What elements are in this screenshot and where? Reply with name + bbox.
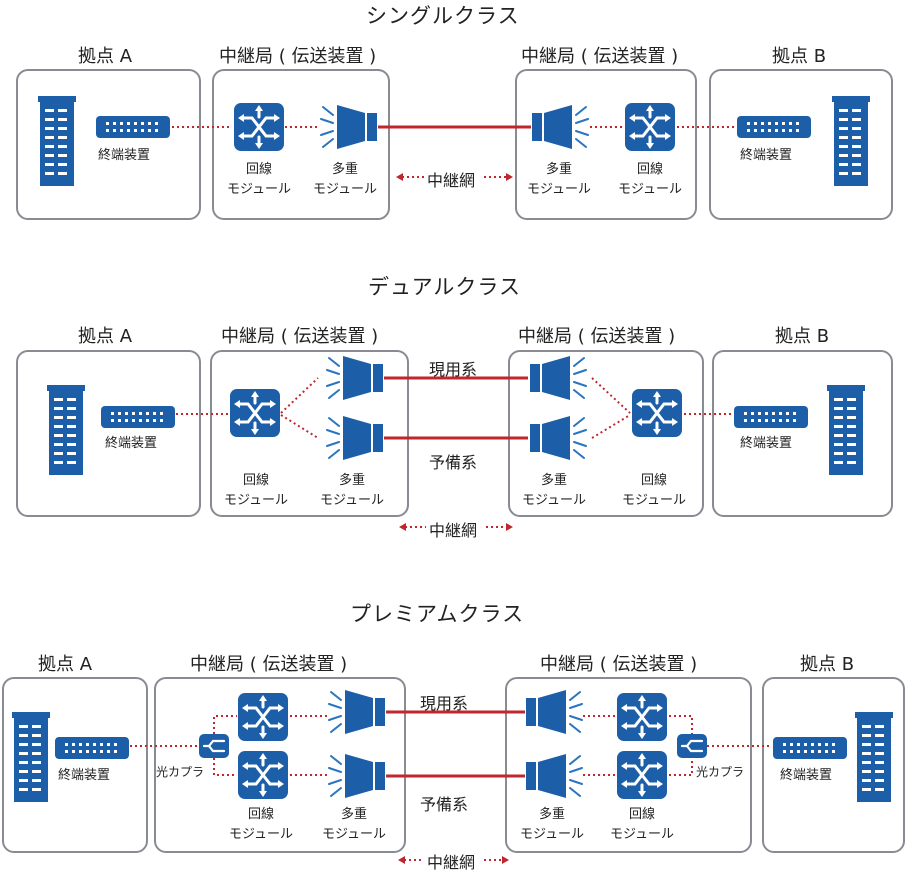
- line-module-label: 回線モジュール: [226, 162, 292, 197]
- mux-module-label: 多重モジュール: [321, 807, 387, 842]
- optical-coupler-icon: [197, 732, 231, 760]
- terminal-device-icon: [734, 406, 808, 428]
- mux-module-icon: [328, 689, 386, 735]
- building-icon: [47, 385, 85, 475]
- mux-module-label: 多重モジュール: [319, 473, 385, 508]
- mux-module-label: 多重モジュール: [519, 807, 585, 842]
- line-module-icon: [232, 101, 286, 153]
- line-module-label: 回線モジュール: [228, 807, 294, 842]
- line-module-icon: [236, 749, 290, 801]
- line-module-icon: [228, 387, 282, 439]
- building-icon: [832, 96, 870, 186]
- terminal-device-icon: [96, 116, 170, 138]
- relay-network-label: 中継網: [427, 853, 476, 872]
- building-icon: [12, 712, 50, 802]
- optical-coupler-icon: [675, 732, 709, 760]
- backup-path-label: 予備系: [420, 795, 469, 814]
- terminal-device-icon: [737, 116, 811, 138]
- mux-module-label: 多重モジュール: [526, 162, 592, 197]
- active-path-label: 現用系: [429, 360, 478, 379]
- terminal-label: 終端装置: [58, 768, 111, 783]
- terminal-label: 終端装置: [105, 436, 158, 451]
- active-path-label: 現用系: [420, 694, 469, 713]
- relay-station-label: 中継局 ( 伝送装置 ): [219, 46, 377, 67]
- line-module-label: 回線モジュール: [609, 807, 675, 842]
- mux-module-icon: [529, 355, 587, 401]
- mux-module-icon: [529, 415, 587, 461]
- relay-station-label: 中継局 ( 伝送装置 ): [190, 654, 348, 675]
- backup-path-label: 予備系: [429, 453, 478, 472]
- terminal-device-icon: [55, 737, 129, 759]
- site-a-label: 拠点 A: [38, 654, 93, 675]
- mux-module-icon: [525, 753, 583, 799]
- terminal-device-icon: [773, 737, 847, 759]
- relay-station-label: 中継局 ( 伝送装置 ): [221, 326, 379, 347]
- line-module-icon: [236, 691, 290, 743]
- line-module-icon: [623, 101, 677, 153]
- line-module-label: 回線モジュール: [617, 162, 683, 197]
- mux-module-icon: [531, 104, 589, 150]
- terminal-device-icon: [101, 406, 175, 428]
- site-a-label: 拠点 A: [78, 326, 133, 347]
- mux-module-label: 多重モジュール: [312, 162, 378, 197]
- site-a-box: [16, 69, 201, 220]
- building-icon: [38, 96, 76, 186]
- terminal-label: 終端装置: [740, 436, 793, 451]
- line-module-icon: [615, 749, 669, 801]
- mux-module-icon: [525, 689, 583, 735]
- site-b-label: 拠点 B: [772, 46, 827, 67]
- mux-module-icon: [326, 415, 384, 461]
- building-icon: [827, 385, 865, 475]
- line-module-icon: [615, 691, 669, 743]
- relay-station-label: 中継局 ( 伝送装置 ): [521, 46, 679, 67]
- site-a-label: 拠点 A: [78, 46, 133, 67]
- terminal-label: 終端装置: [780, 768, 833, 783]
- terminal-label: 終端装置: [740, 148, 793, 163]
- line-module-label: 回線モジュール: [621, 473, 687, 508]
- site-b-label: 拠点 B: [775, 326, 830, 347]
- optical-coupler-label: 光カプラ: [156, 765, 205, 779]
- section-title-single: シングルクラス: [362, 0, 524, 33]
- line-module-icon: [630, 387, 684, 439]
- optical-coupler-label: 光カプラ: [696, 765, 745, 779]
- mux-module-icon: [326, 355, 384, 401]
- mux-module-icon: [328, 753, 386, 799]
- site-b-label: 拠点 B: [800, 654, 855, 675]
- mux-module-icon: [320, 104, 378, 150]
- relay-station-label: 中継局 ( 伝送装置 ): [540, 654, 698, 675]
- relay-network-label: 中継網: [427, 171, 476, 190]
- relay-network-label: 中継網: [429, 521, 478, 540]
- line-module-label: 回線モジュール: [223, 473, 289, 508]
- relay-station-label: 中継局 ( 伝送装置 ): [518, 326, 676, 347]
- section-title-dual: デュアルクラス: [364, 271, 525, 304]
- section-title-premium: プレミアムクラス: [346, 598, 529, 631]
- site-a-box: [16, 350, 201, 517]
- mux-module-label: 多重モジュール: [521, 473, 587, 508]
- building-icon: [855, 712, 893, 802]
- terminal-label: 終端装置: [98, 148, 151, 163]
